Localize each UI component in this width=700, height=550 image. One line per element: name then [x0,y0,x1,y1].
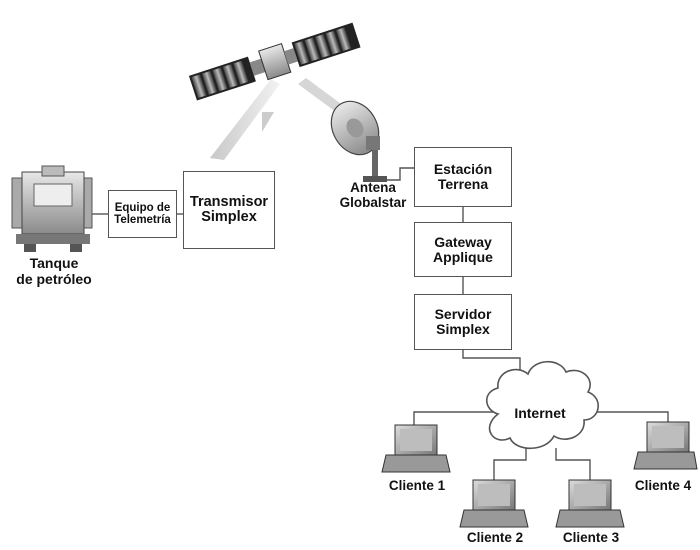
laptop-cliente-4 [633,421,698,470]
laptop-icon [381,421,698,528]
client-4-label: Cliente 4 [634,478,692,493]
antenna-label: Antena Globalstar [339,180,407,211]
client-3-label: Cliente 3 [562,530,620,545]
telemetry-equipment-box: Equipo de Telemetría [108,190,177,238]
laptop-cliente-2 [459,479,529,528]
oil-tank-label: Tanque de petróleo [16,255,92,287]
uplink-beam [210,79,280,160]
satellite-icon [188,22,361,101]
dish-antenna-icon [330,100,387,182]
client-2-label: Cliente 2 [466,530,524,545]
earth-station-box: Estación Terrena [414,147,512,207]
laptop-cliente-1 [381,424,451,473]
laptop-cliente-3 [555,479,625,528]
server-box: Servidor Simplex [414,294,512,350]
internet-label: Internet [514,405,566,421]
client-1-label: Cliente 1 [388,478,446,493]
solar-panel-right [291,22,361,68]
cloud-icon [485,360,599,450]
transmitter-box: Transmisor Simplex [183,171,275,249]
connector-lines [92,167,669,480]
solar-panel-left [188,56,256,101]
gateway-box: Gateway Applique [414,222,512,277]
oil-tank-icon [11,165,93,252]
